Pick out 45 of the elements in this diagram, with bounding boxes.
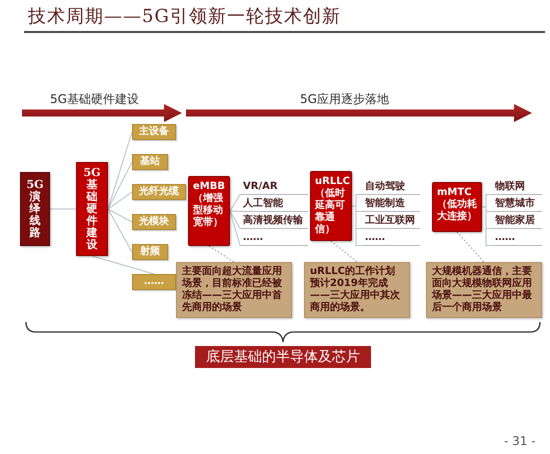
connector-line: [50, 208, 76, 210]
description-note: 主要面向超大流量应用场景，目前标准已经被冻结——三大应用中首先商用的场景: [176, 262, 292, 318]
application-item: 智慧城市: [492, 197, 542, 212]
page-number: - 31 -: [504, 434, 536, 448]
component-tag: 射频: [132, 244, 168, 260]
stage-box: 5G基础硬件建设: [76, 162, 108, 256]
foundation-banner: 底层基础的半导体及芯片: [195, 346, 371, 368]
connector-line: [230, 194, 240, 212]
scenario-box: eMBB（增强型移动宽带）: [188, 176, 230, 246]
connector-line: [108, 192, 132, 210]
connector-line: [108, 162, 132, 210]
application-item: 智能家居: [492, 214, 542, 229]
page-title: 技术周期——5G引领新一轮技术创新: [28, 6, 341, 28]
application-item: 自动驾驶: [362, 180, 420, 195]
phase-label: 5G基础硬件建设: [50, 91, 139, 108]
dotted-connector: [330, 240, 358, 262]
connector-line: [108, 208, 132, 222]
connector-line: [230, 210, 240, 212]
description-note: 大规模机器通信，主要面向大规模物联网应用场景——三大应用中最后一个商用场景: [426, 262, 542, 318]
application-item: 高清视频传输: [240, 214, 308, 229]
connector-line: [230, 210, 240, 246]
component-tag: 光纤光缆: [132, 184, 186, 200]
connector-line: [230, 210, 240, 229]
description-note: uRLLC的工作计划预计2019年完成——三大应用中其次商用的场景。: [304, 262, 410, 318]
application-item: 工业互联网: [362, 214, 420, 229]
component-tag: 主设备: [132, 124, 176, 140]
application-item: 人工智能: [240, 197, 308, 212]
connector-line: [352, 206, 362, 246]
component-tag: 光模块: [132, 214, 176, 230]
component-tag: 基站: [132, 154, 168, 170]
application-item: ……: [240, 231, 308, 246]
application-item: VR/AR: [240, 180, 308, 195]
scenario-box: uRLLC（低时延高可靠通信）: [310, 171, 352, 241]
application-item: ……: [362, 231, 420, 246]
dotted-connector: [456, 232, 484, 262]
phase-label: 5G应用逐步落地: [300, 91, 389, 108]
component-tag: ……: [132, 274, 176, 290]
application-item: 智能制造: [362, 197, 420, 212]
connector-line: [92, 256, 154, 274]
application-item: ……: [492, 231, 542, 246]
application-item: 物联网: [492, 180, 542, 195]
scenario-box: mMTC（低功耗大连接）: [432, 182, 482, 232]
dotted-connector: [208, 246, 234, 262]
stage-box: 5G演绎线路: [20, 172, 50, 246]
connector-line: [108, 208, 132, 252]
